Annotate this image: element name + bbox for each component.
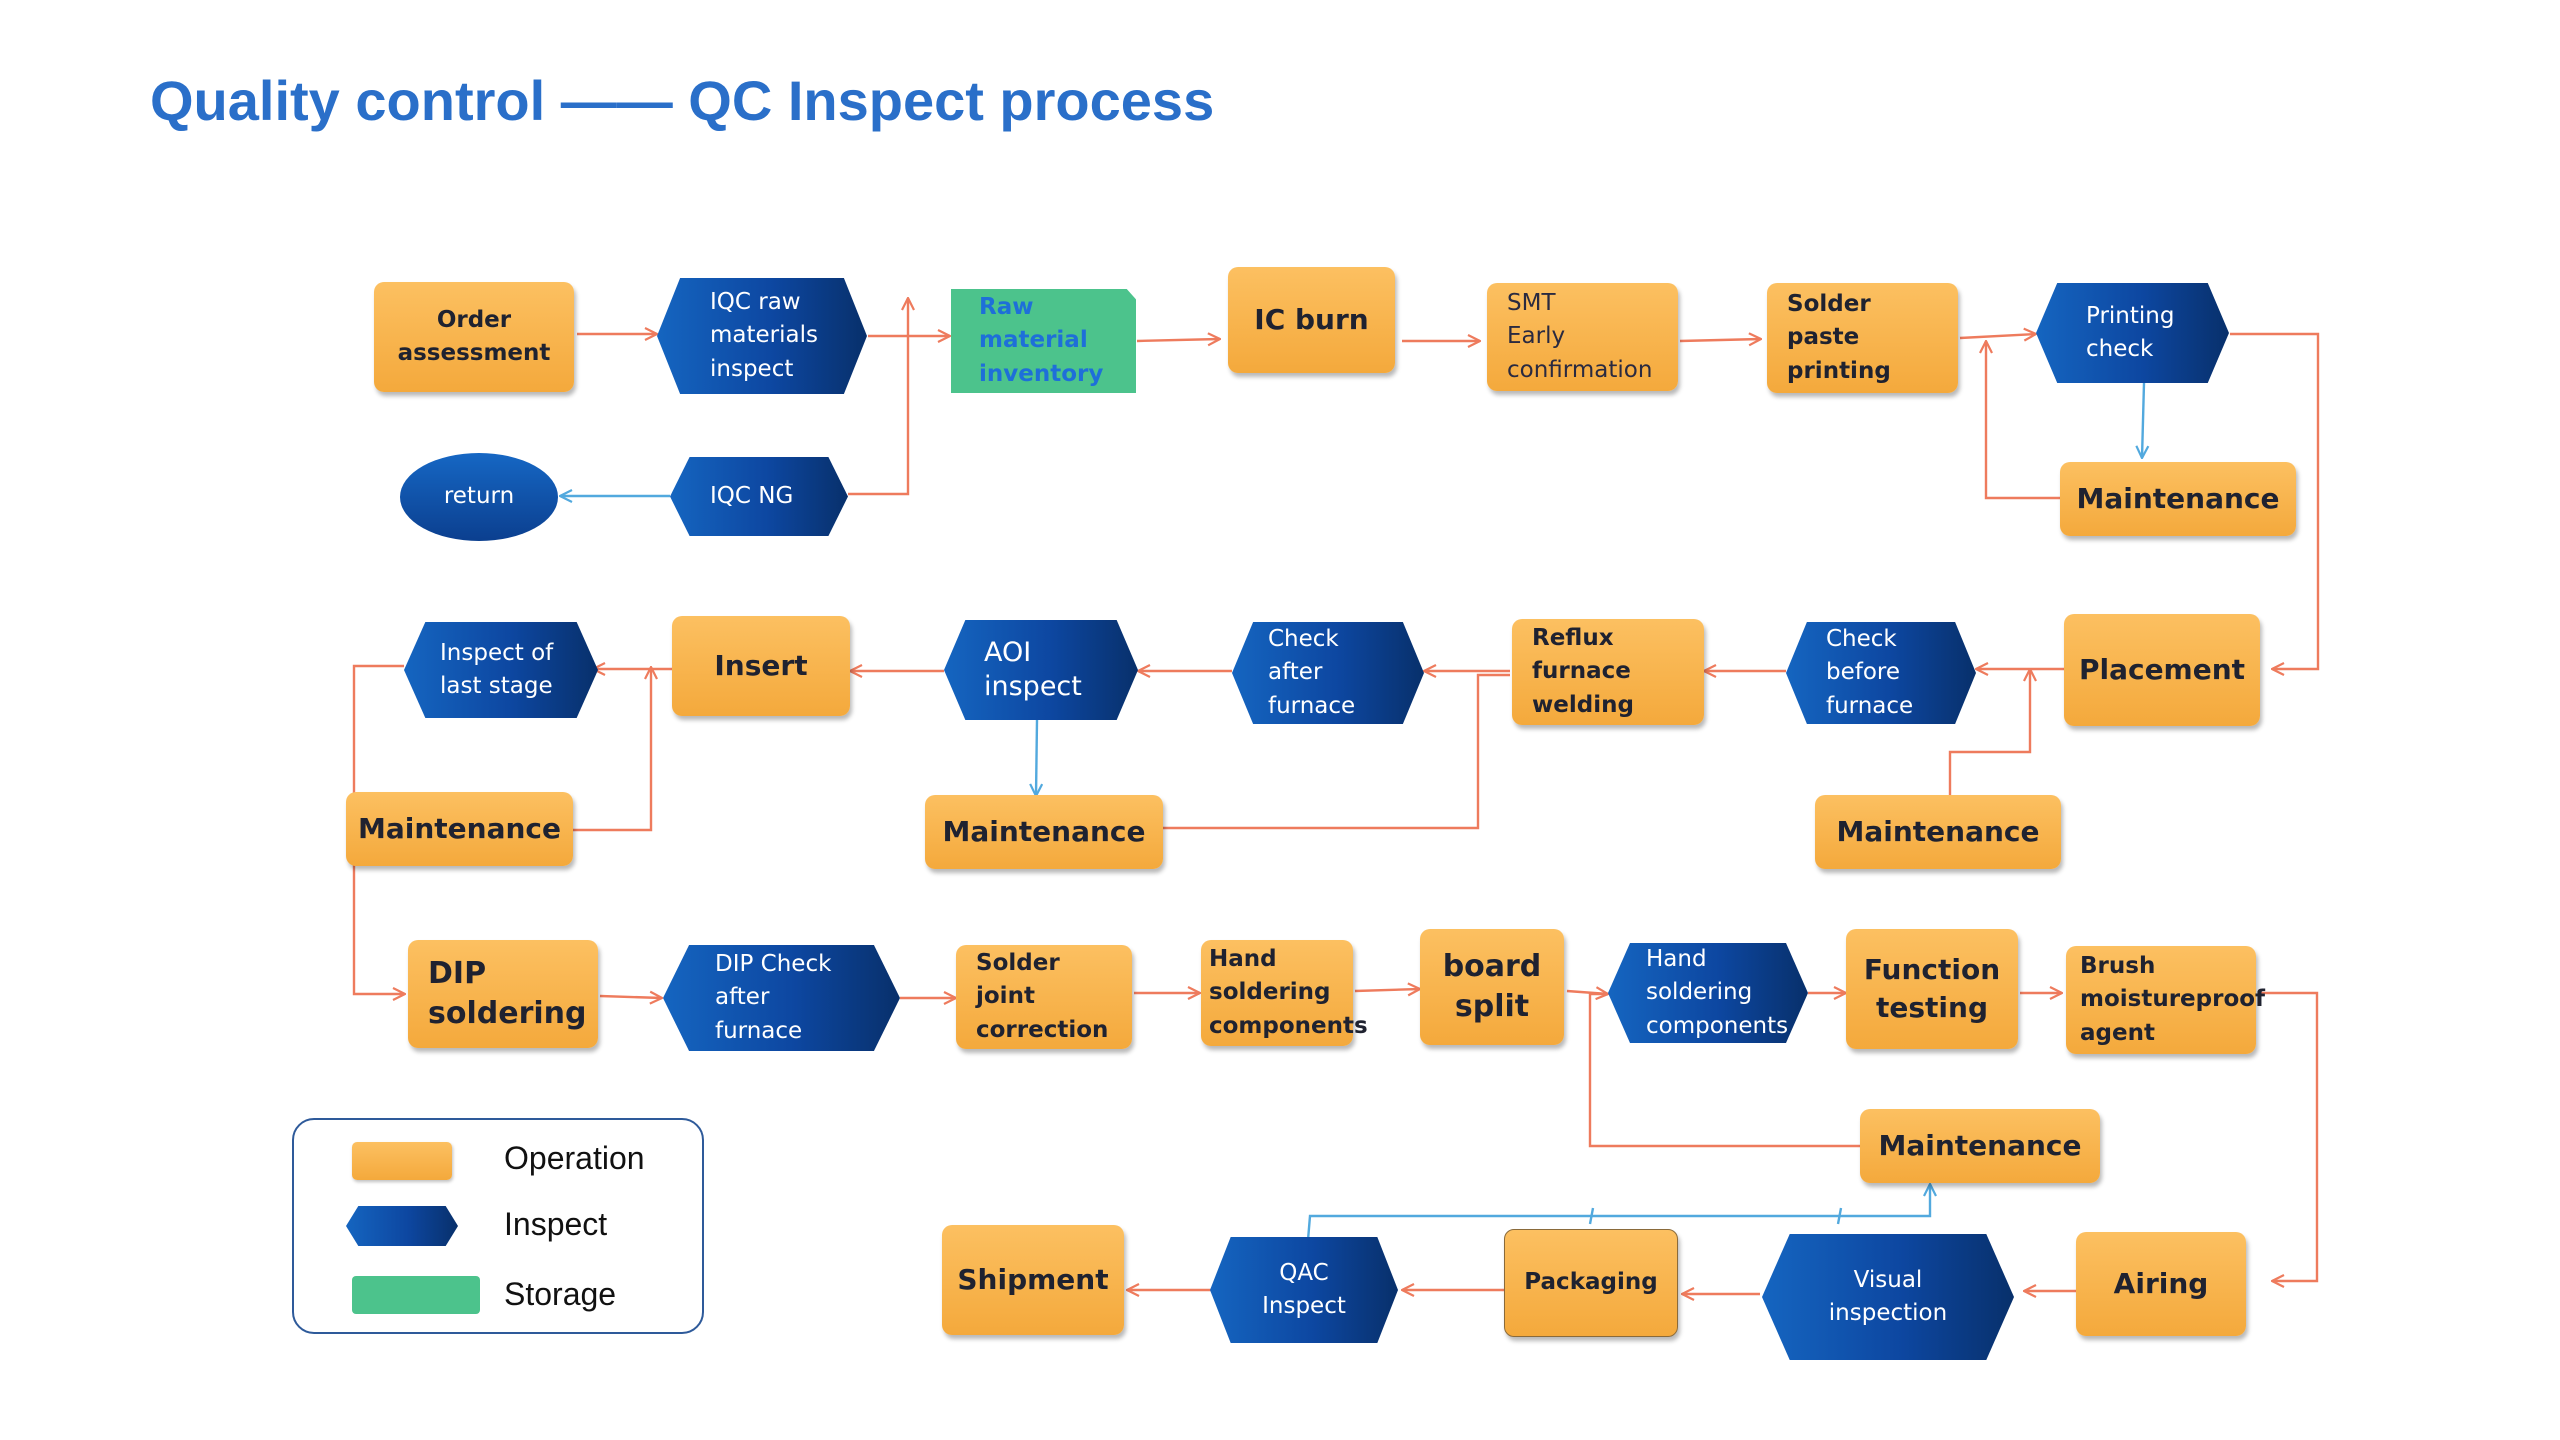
arrow-dip-to-dipcheck [599,996,662,998]
tick-mark-left [1588,1207,1595,1225]
legend-label-storage: Storage [504,1276,617,1312]
node-board-split: board split [1420,929,1564,1045]
node-visual-inspection: Visual inspection [1762,1234,2014,1360]
arrow-printingcheck-to-maintenance1 [2142,382,2144,458]
arrow-aoi-to-maintenance3 [1036,719,1037,796]
arrow-solderpaste-to-printingcheck [1959,334,2036,338]
node-inspect-last-label: Inspect of last stage [440,639,554,699]
node-insert-label: Insert [714,648,808,682]
node-placement: Placement [2064,614,2260,726]
node-maintenance-1: Maintenance [2060,462,2296,536]
node-visual-label: Visual inspection [1828,1266,1948,1326]
node-printing-check: Printing check [2036,283,2229,383]
tick-mark-right [1836,1207,1843,1225]
node-shipment-label: Shipment [957,1262,1109,1296]
inspect-swatch [346,1206,458,1246]
node-placement-label: Placement [2078,652,2246,686]
node-smt-label: SMT Early confirmation [1507,289,1653,383]
node-iqc-raw-label: IQC raw materials inspect [710,288,818,382]
arrow-maintenance2-to-checkbefore [1948,669,2030,799]
node-iqc-ng-label: IQC NG [710,482,794,509]
node-solder-paste-printing: Solder paste printing [1767,283,1958,393]
operation-swatch [352,1142,452,1180]
node-function-testing-label: Function testing [1863,953,2001,1024]
node-qac-label: QAC Inspect [1262,1259,1346,1319]
node-solder-paste-label: Solder paste printing [1787,290,1891,384]
node-hand-soldering-insp-label: Hand soldering components [1646,945,1789,1039]
node-order-assessment-label: Order assessment [397,306,551,366]
node-ic-burn: IC burn [1228,267,1395,373]
node-ic-burn-label: IC burn [1254,302,1369,336]
node-check-before-furnace: Check before furnace [1786,622,1976,724]
node-return-label: return [443,483,515,510]
node-check-before-label: Check before furnace [1826,625,1914,719]
node-dip-check-after-furnace: DIP Check after furnace [663,945,900,1051]
legend-label-inspect: Inspect [504,1206,608,1242]
node-brush-label: Brush moistureproof agent [2080,952,2266,1046]
node-board-split-label: board split [1442,948,1542,1025]
node-check-after-furnace: Check after furnace [1232,622,1424,724]
node-hand-soldering-op-label: Hand soldering components [1209,945,1368,1039]
arrow-brush-to-airing [2258,991,2319,1281]
node-iqc-raw-materials-inspect: IQC raw materials inspect [657,278,867,394]
node-iqc-ng: IQC NG [670,457,848,536]
node-inspect-of-last-stage: Inspect of last stage [404,622,598,718]
node-maintenance-2: Maintenance [1815,795,2061,869]
node-maintenance-1-label: Maintenance [2076,481,2280,515]
arrow-maintenance4-to-insert [573,667,651,832]
node-solder-joint-label: Solder joint correction [976,949,1109,1043]
arrow-inventory-to-icburn [1136,339,1220,341]
node-maintenance-3: Maintenance [925,795,1163,869]
node-return: return [400,453,558,541]
node-maintenance-2-label: Maintenance [1836,814,2040,848]
node-maintenance-5-label: Maintenance [1878,1128,2082,1162]
arrow-iqcng-to-inventory [848,298,908,496]
node-airing: Airing [2076,1232,2246,1336]
legend-label-operation: Operation [504,1140,645,1176]
node-qac-inspect: QAC Inspect [1210,1237,1398,1343]
node-smt-early-confirmation: SMT Early confirmation [1487,283,1678,391]
node-packaging-label: Packaging [1524,1269,1658,1296]
node-insert: Insert [672,616,850,716]
node-function-testing: Function testing [1846,929,2018,1049]
arrow-maintenance1-to-solderpaste [1986,341,2060,500]
node-maintenance-5: Maintenance [1860,1109,2100,1183]
arrow-maintenance3-to-reflux [1163,673,1510,830]
page-title: Quality control —— QC Inspect process [150,69,1215,132]
node-printing-check-label: Printing check [2086,302,2175,362]
storage-swatch [352,1276,480,1314]
node-airing-label: Airing [2113,1266,2209,1300]
arrow-printingcheck-to-placement [2230,332,2320,669]
arrow-hand-to-boardsplit [1354,989,1420,991]
arrow-maintenance5-to-handinsp [1588,992,1860,1148]
node-dip-check-label: DIP Check after furnace [715,950,832,1044]
node-packaging: Packaging [1504,1229,1678,1337]
node-solder-joint-correction: Solder joint correction [956,945,1132,1049]
node-hand-soldering-components-inspect: Hand soldering components [1608,943,1808,1043]
node-order-assessment: Order assessment [374,282,574,392]
node-maintenance-4-label: Maintenance [357,811,561,845]
node-raw-inventory-label: Raw material inventory [979,293,1104,387]
arrow-qac-to-maintenance5 [1306,1184,1930,1241]
node-dip-soldering: DIP soldering [408,940,598,1048]
node-maintenance-4: Maintenance [346,792,573,866]
node-reflux-furnace-welding: Reflux furnace welding [1512,619,1704,725]
node-raw-material-inventory: Raw material inventory [951,289,1136,393]
node-hand-soldering-components-op: Hand soldering components [1201,940,1368,1046]
node-aoi-inspect: AOI inspect [944,620,1138,720]
node-check-after-label: Check after furnace [1268,625,1356,719]
legend: Operation Inspect Storage [292,1118,704,1334]
node-reflux-label: Reflux furnace welding [1532,624,1634,718]
node-shipment: Shipment [942,1225,1124,1335]
node-dip-soldering-label: DIP soldering [428,955,587,1032]
arrow-smt-to-solderpaste [1679,339,1761,341]
node-maintenance-3-label: Maintenance [942,814,1146,848]
node-aoi-label: AOI inspect [984,637,1082,702]
node-brush-moistureproof-agent: Brush moistureproof agent [2066,946,2265,1054]
